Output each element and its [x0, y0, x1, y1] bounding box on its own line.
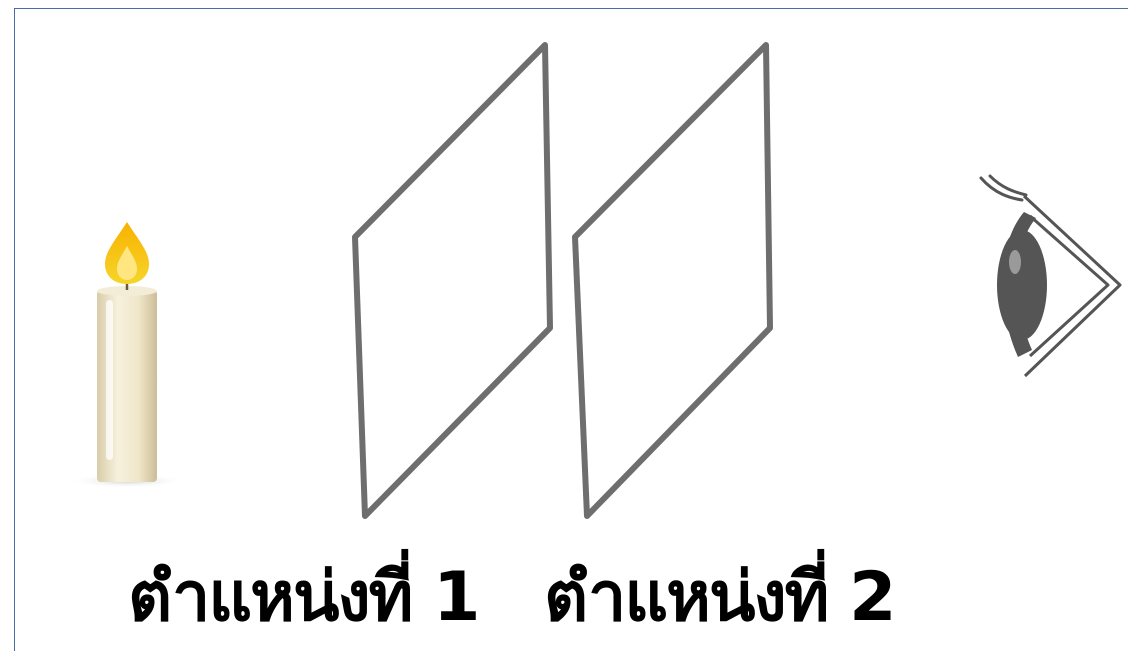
position-1-label: ตำแหน่งที่ 1	[128, 548, 479, 648]
candle-icon	[69, 222, 185, 488]
eye-iris	[997, 230, 1047, 340]
eyelash-1	[981, 178, 1022, 200]
card-1	[355, 45, 550, 516]
eye-glint	[1009, 250, 1021, 274]
card-2	[575, 45, 770, 516]
eye-icon	[981, 176, 1120, 376]
position-2-label: ตำแหน่งที่ 2	[544, 548, 895, 648]
candle-highlight	[106, 300, 113, 460]
